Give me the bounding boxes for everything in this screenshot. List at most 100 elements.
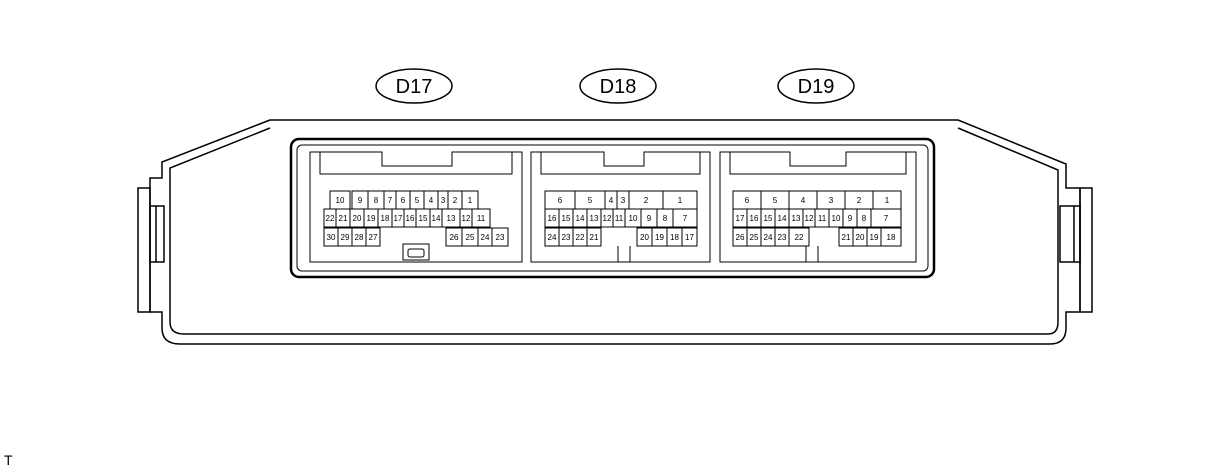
connector-label-d19: D19 bbox=[777, 68, 855, 104]
connector-label-d18: D18 bbox=[579, 68, 657, 104]
pin-cell: 15 bbox=[558, 208, 574, 228]
pin-number: 17 bbox=[736, 214, 745, 223]
pin-number: 8 bbox=[862, 214, 867, 223]
connector-ridge bbox=[319, 152, 513, 175]
pin-number: 3 bbox=[829, 196, 834, 205]
pin-number: 13 bbox=[590, 214, 599, 223]
pin-number: 29 bbox=[341, 233, 350, 242]
pin-number: 5 bbox=[415, 196, 420, 205]
pin-number: 14 bbox=[778, 214, 787, 223]
pin-cell: 7 bbox=[870, 208, 902, 228]
pin-cell: 9 bbox=[640, 208, 658, 228]
pin-number: 16 bbox=[406, 214, 415, 223]
pin-cell: 17 bbox=[681, 227, 698, 247]
pin-cell: 3 bbox=[437, 190, 449, 210]
pin-number: 16 bbox=[548, 214, 557, 223]
pin-cell: 6 bbox=[395, 190, 411, 210]
pin-cell: 7 bbox=[672, 208, 698, 228]
pin-cell: 30 bbox=[323, 227, 339, 247]
pin-cell: 16 bbox=[746, 208, 762, 228]
pin-cell: 6 bbox=[732, 190, 762, 210]
pin-cell: 13 bbox=[441, 208, 461, 228]
pin-number: 2 bbox=[857, 196, 862, 205]
pin-cell: 26 bbox=[732, 227, 748, 247]
pin-number: 2 bbox=[644, 196, 649, 205]
pin-cell: 7 bbox=[383, 190, 397, 210]
pin-number: 14 bbox=[576, 214, 585, 223]
pin-box bbox=[681, 227, 698, 247]
pin-number: 15 bbox=[419, 214, 428, 223]
pin-cell: 20 bbox=[636, 227, 653, 247]
pin-number: 9 bbox=[358, 196, 363, 205]
pin-cell: 10 bbox=[329, 190, 351, 210]
pin-cell: 3 bbox=[616, 190, 630, 210]
pin-cell: 21 bbox=[335, 208, 351, 228]
connector-housing bbox=[309, 151, 523, 263]
pin-number: 12 bbox=[805, 214, 814, 223]
pin-cell: 16 bbox=[544, 208, 560, 228]
pin-cell: 26 bbox=[445, 227, 463, 247]
pin-cell: 24 bbox=[544, 227, 560, 247]
pin-cell: 12 bbox=[802, 208, 816, 228]
pin-cell: 11 bbox=[471, 208, 491, 228]
pin-cell: 13 bbox=[586, 208, 602, 228]
pin-number: 20 bbox=[640, 233, 649, 242]
pin-number: 11 bbox=[818, 214, 827, 223]
pin-number: 5 bbox=[773, 196, 778, 205]
pin-number: 13 bbox=[447, 214, 456, 223]
pin-cell: 20 bbox=[852, 227, 868, 247]
pin-cell: 14 bbox=[429, 208, 443, 228]
pin-number: 18 bbox=[381, 214, 390, 223]
connector-housing bbox=[719, 151, 917, 263]
pin-number: 8 bbox=[663, 214, 668, 223]
pin-number: 26 bbox=[450, 233, 459, 242]
pin-cell: 19 bbox=[651, 227, 668, 247]
pin-number: 22 bbox=[576, 233, 585, 242]
pin-number: 4 bbox=[429, 196, 434, 205]
pin-number: 23 bbox=[778, 233, 787, 242]
pin-cell: 2 bbox=[447, 190, 463, 210]
pin-cell: 11 bbox=[612, 208, 626, 228]
pin-number: 24 bbox=[481, 233, 490, 242]
pin-number: 23 bbox=[562, 233, 571, 242]
connector-label-text: D17 bbox=[396, 76, 433, 98]
pin-cell: 19 bbox=[363, 208, 379, 228]
pin-number: 9 bbox=[848, 214, 853, 223]
pin-number: 30 bbox=[327, 233, 336, 242]
pin-number: 15 bbox=[562, 214, 571, 223]
pin-cell: 17 bbox=[732, 208, 748, 228]
pin-cell: 2 bbox=[844, 190, 874, 210]
pin-number: 17 bbox=[685, 233, 694, 242]
pin-number: 19 bbox=[367, 214, 376, 223]
pin-number: 24 bbox=[548, 233, 557, 242]
pin-number: 21 bbox=[842, 233, 851, 242]
pin-cell: 24 bbox=[760, 227, 776, 247]
pin-box bbox=[365, 227, 381, 247]
pin-cell: 15 bbox=[760, 208, 776, 228]
pin-number: 15 bbox=[764, 214, 773, 223]
corner-mark: T bbox=[4, 452, 13, 468]
pin-cell: 22 bbox=[323, 208, 337, 228]
pin-cell: 10 bbox=[828, 208, 844, 228]
pin-number: 6 bbox=[745, 196, 750, 205]
pin-cell: 23 bbox=[774, 227, 790, 247]
pin-number: 8 bbox=[374, 196, 379, 205]
pin-number: 6 bbox=[401, 196, 406, 205]
pin-cell: 22 bbox=[788, 227, 810, 247]
pin-box bbox=[471, 208, 491, 228]
pin-number: 1 bbox=[885, 196, 890, 205]
pin-number: 11 bbox=[615, 214, 624, 223]
pin-cell: 14 bbox=[774, 208, 790, 228]
pin-cell: 19 bbox=[866, 227, 882, 247]
pin-cell: 29 bbox=[337, 227, 353, 247]
pin-cell: 28 bbox=[351, 227, 367, 247]
pin-cell: 16 bbox=[403, 208, 417, 228]
pin-number: 10 bbox=[629, 214, 638, 223]
pin-number: 22 bbox=[326, 214, 335, 223]
pin-number: 23 bbox=[496, 233, 505, 242]
pin-number: 2 bbox=[453, 196, 458, 205]
pin-cell: 5 bbox=[760, 190, 790, 210]
pin-box bbox=[586, 227, 602, 247]
